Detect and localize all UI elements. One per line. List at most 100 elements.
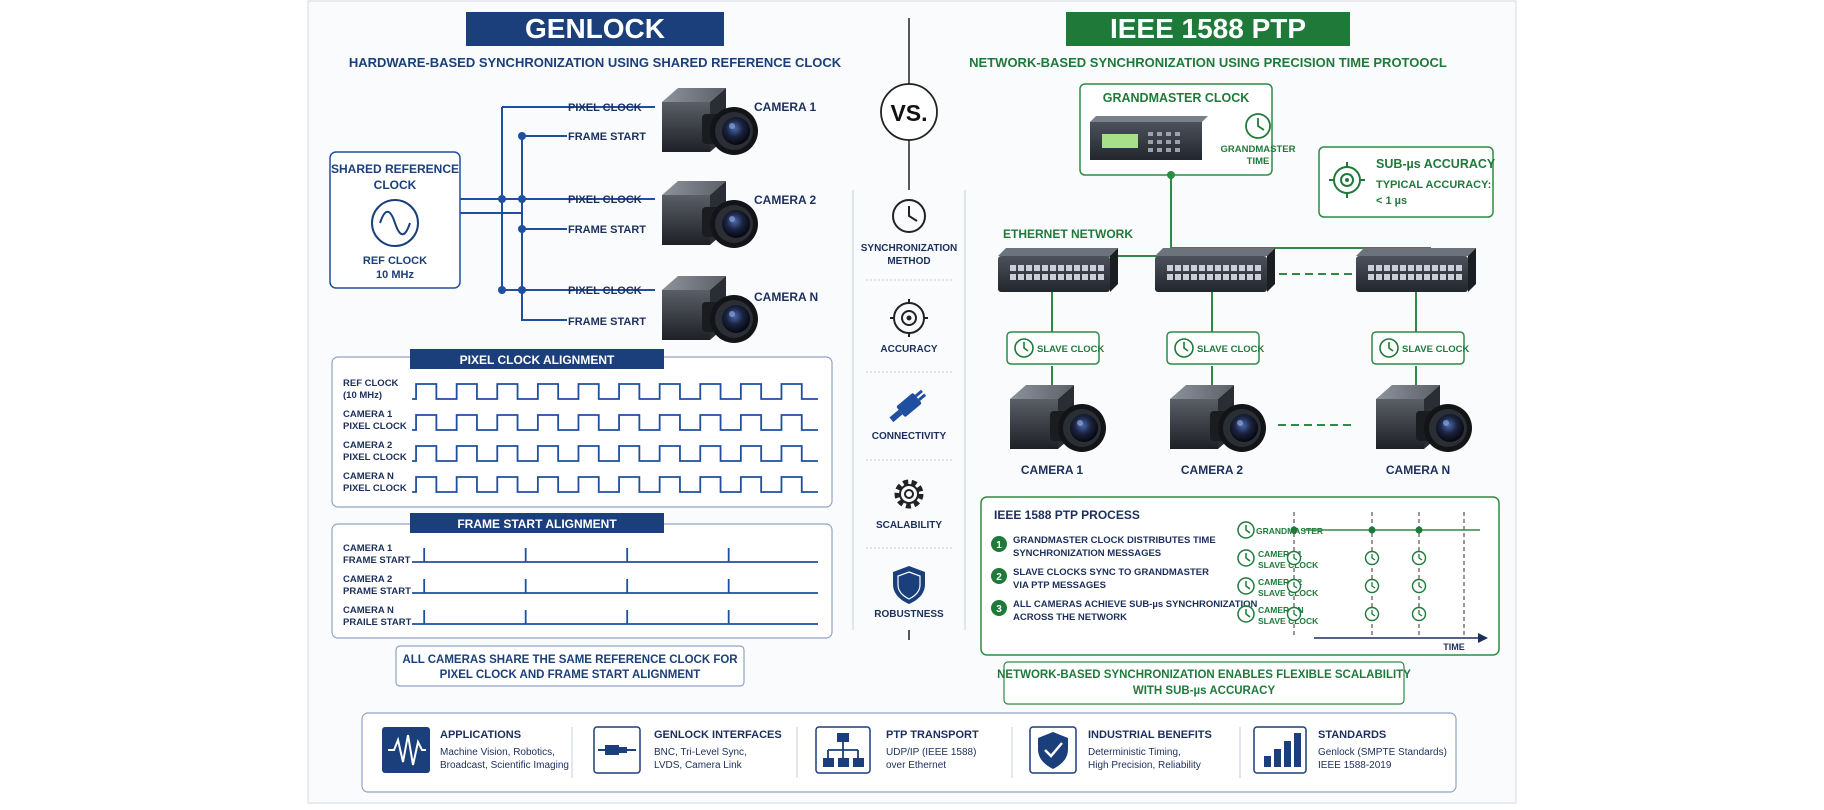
frame-row-sublabel-3: PRAILE START <box>343 617 412 628</box>
switch-port <box>1191 274 1197 280</box>
frame-start-waveform-2 <box>412 579 818 594</box>
footer-standards: STANDARDS Genlock (SMPTE Standards) IEEE… <box>1253 726 1447 774</box>
step-1-number: 1 <box>996 540 1002 551</box>
switch-port <box>1066 274 1072 280</box>
switch-port <box>1223 274 1229 280</box>
ref-clock-label-1: REF CLOCK <box>363 255 427 267</box>
slave-clock-label-2: SLAVE CLOCK <box>1197 344 1265 355</box>
ref-clock-label-2: 10 MHz <box>376 269 414 281</box>
switch-port <box>1098 265 1104 271</box>
footer-1-line-2: Broadcast, Scientific Imaging <box>440 760 569 771</box>
genlock-subtitle: HARDWARE-BASED SYNCHRONIZATION USING SHA… <box>349 55 842 70</box>
vs-item-synchronization: SYNCHRONIZATION METHOD <box>861 199 957 267</box>
switch-port <box>1034 274 1040 280</box>
switch-port <box>1247 274 1253 280</box>
step-3-line-1: ALL CAMERAS ACHIEVE SUB-µs SYNCHRONIZATI… <box>1013 599 1258 610</box>
grandmaster-sync-point <box>1368 526 1376 534</box>
switch-port <box>1416 265 1422 271</box>
target-icon <box>890 299 928 337</box>
slave-clock-icon <box>1014 338 1034 358</box>
footer-1-title: APPLICATIONS <box>440 729 521 741</box>
footer-3-line-2: over Ethernet <box>886 760 946 771</box>
ptp-note-2: WITH SUB-µs ACCURACY <box>1133 685 1276 697</box>
switch-port <box>1175 274 1181 280</box>
switch-port <box>1090 265 1096 271</box>
footer-2-line-1: BNC, Tri-Level Sync, <box>654 747 747 758</box>
vs-item-connectivity: CONNECTIVITY <box>872 389 947 442</box>
timeline-clock-icon <box>1237 521 1255 539</box>
vs-circle <box>880 83 938 141</box>
timeline-row-sublabel-3: SLAVE CLOCK <box>1258 588 1319 598</box>
vs-item-1-label-1: SYNCHRONIZATION <box>861 243 957 254</box>
switch-port <box>1215 274 1221 280</box>
switch-port <box>1231 265 1237 271</box>
grandmaster-sync-point <box>1415 526 1423 534</box>
switch-port <box>1376 265 1382 271</box>
ptp-title: IEEE 1588 PTP <box>1110 13 1306 44</box>
switch-port <box>1010 274 1016 280</box>
pixel-clock-waveform-3 <box>412 445 818 462</box>
switch-port <box>1090 274 1096 280</box>
step-1-line-1: GRANDMASTER CLOCK DISTRIBUTES TIME <box>1013 535 1216 546</box>
switch-port <box>1368 265 1374 271</box>
footer-1-line-1: Machine Vision, Robotics, <box>440 747 555 758</box>
switch-port <box>1255 274 1261 280</box>
frame-row-label-2: CAMERA 2 <box>343 574 392 585</box>
switch-port <box>1191 265 1197 271</box>
genlock-note-1: ALL CAMERAS SHARE THE SAME REFERENCE CLO… <box>402 654 738 666</box>
footer-4-title: INDUSTRIAL BENEFITS <box>1088 729 1212 741</box>
genlock-camera-2-label: CAMERA 2 <box>754 193 817 207</box>
timeline-clock-icon <box>1237 577 1255 595</box>
footer-ptp-transport: PTP TRANSPORT UDP/IP (IEEE 1588) over Et… <box>815 726 979 774</box>
accuracy-box <box>1318 146 1494 218</box>
switch-port <box>1448 265 1454 271</box>
grandmaster-time-2: TIME <box>1247 156 1270 167</box>
pixel-clock-label-1: PIXEL CLOCK <box>568 102 642 114</box>
frame-row-sublabel-2: PRAME START <box>343 586 411 597</box>
genlock-camera-1-label: CAMERA 1 <box>754 100 817 114</box>
pixel-row-sublabel-3: PIXEL CLOCK <box>343 452 407 463</box>
pixel-clock-waveform-1 <box>412 383 818 400</box>
switch-port <box>1082 274 1088 280</box>
switch-port <box>1408 265 1414 271</box>
switch-port <box>1034 265 1040 271</box>
switch-port <box>1432 274 1438 280</box>
ptp-camera-1-label: CAMERA 1 <box>1021 463 1084 477</box>
time-axis-arrow <box>1478 633 1488 643</box>
switch-port <box>1018 265 1024 271</box>
shared-ref-title-1: SHARED REFERENCE <box>331 162 459 176</box>
frame-row-sublabel-1: FRAME START <box>343 555 411 566</box>
frame-start-label-3: FRAME START <box>568 316 646 328</box>
frame-start-label-2: FRAME START <box>568 224 646 236</box>
vs-item-robustness: ROBUSTNESS <box>874 566 944 620</box>
genlock-note-2: PIXEL CLOCK AND FRAME START ALIGNMENT <box>440 669 701 681</box>
timeline-row-label-4: CAMERA N <box>1258 605 1304 615</box>
switch-port <box>1215 265 1221 271</box>
switch-port <box>1255 265 1261 271</box>
process-title: IEEE 1588 PTP PROCESS <box>994 508 1140 522</box>
slave-clock-3: SLAVE CLOCK <box>1371 331 1470 365</box>
switch-port <box>1050 265 1056 271</box>
step-1-line-2: SYNCHRONIZATION MESSAGES <box>1013 548 1161 559</box>
timeline-clock-icon <box>1237 605 1255 623</box>
footer-5-title: STANDARDS <box>1318 729 1386 741</box>
vs-item-3-label: CONNECTIVITY <box>872 431 947 442</box>
vs-item-1-label-2: METHOD <box>887 256 930 267</box>
pixel-clock-label-3: PIXEL CLOCK <box>568 285 642 297</box>
footer-5-line-1: Genlock (SMPTE Standards) <box>1318 747 1447 758</box>
switch-port <box>1042 274 1048 280</box>
switch-port <box>1199 265 1205 271</box>
vs-item-scalability: SCALABILITY <box>876 479 942 531</box>
gear-icon <box>894 479 924 509</box>
step-2-line-1: SLAVE CLOCKS SYNC TO GRANDMASTER <box>1013 567 1209 578</box>
footer-5-line-2: IEEE 1588-2019 <box>1318 760 1392 771</box>
switch-port <box>1400 274 1406 280</box>
switch-port <box>1424 274 1430 280</box>
switch-port <box>1167 265 1173 271</box>
shield-icon <box>893 566 925 604</box>
pixel-row-label-4: CAMERA N <box>343 471 394 482</box>
clock-icon <box>892 199 926 233</box>
frame-start-label-1: FRAME START <box>568 131 646 143</box>
pixel-clock-waveform-4 <box>412 476 818 493</box>
